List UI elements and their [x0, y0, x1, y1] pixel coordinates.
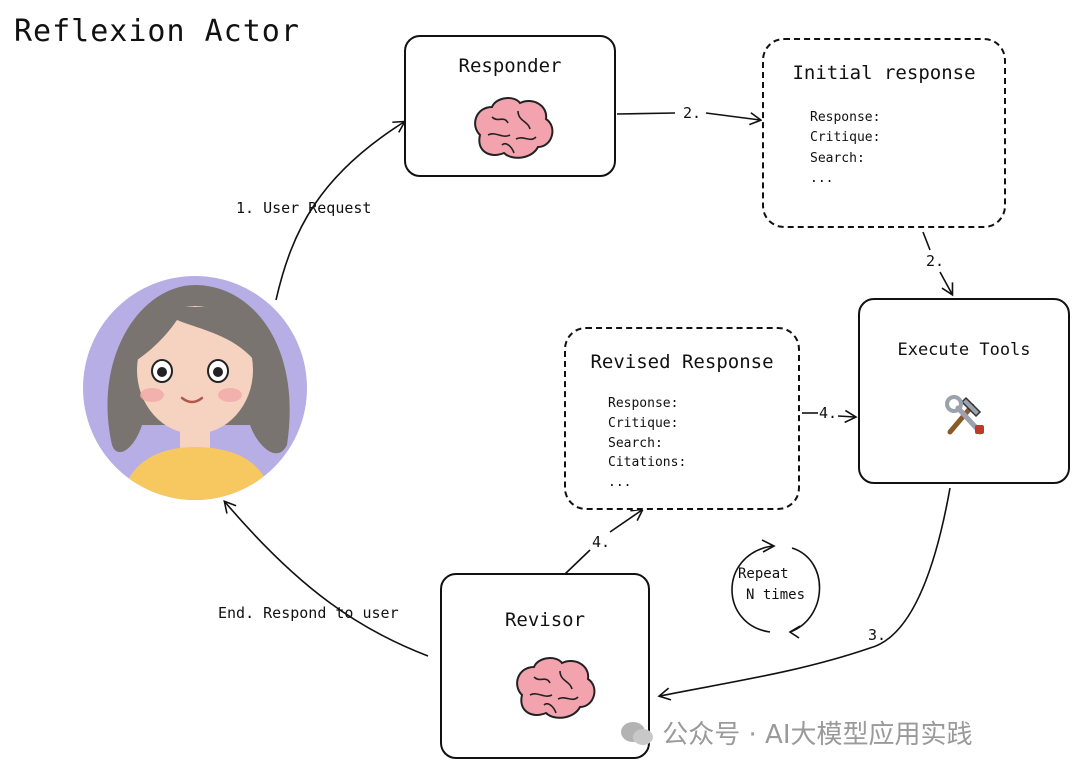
arrow-tools-to-revisor	[657, 487, 951, 701]
shirt	[122, 447, 272, 500]
revised-field-response: Response:	[608, 396, 679, 411]
revisor-node: Revisor	[440, 573, 650, 759]
arrow-revisor-to-user	[223, 499, 429, 657]
arrow-revisor-to-revised	[564, 549, 591, 575]
initial-field-critique: Critique:	[810, 130, 881, 145]
execute-tools-node: Execute Tools	[858, 298, 1070, 484]
revised-response-title: Revised Response	[590, 351, 774, 373]
arrow-initial-to-tools	[922, 231, 931, 251]
revised-field-more: ...	[608, 475, 632, 490]
revised-field-citations: Citations:	[608, 455, 687, 470]
arrow-user-to-responder	[275, 120, 407, 301]
execute-tools-title: Execute Tools	[897, 340, 1031, 360]
initial-field-more: ...	[810, 171, 834, 186]
edge-label-user-request: 1. User Request	[236, 199, 372, 217]
revised-field-critique: Critique:	[608, 416, 679, 431]
user-avatar	[82, 275, 308, 501]
initial-response-title: Initial response	[792, 62, 976, 84]
responder-title: Responder	[458, 55, 562, 77]
repeat-label-line1: Repeat	[738, 566, 789, 582]
initial-field-search: Search:	[810, 151, 865, 166]
revisor-title: Revisor	[504, 609, 586, 631]
edge-label-step4-a: 4.	[819, 404, 838, 422]
arrow-responder-to-initial	[616, 112, 676, 115]
brain-icon	[516, 657, 596, 719]
repeat-label-line2: N times	[746, 587, 806, 603]
edge-label-step2-a: 2.	[683, 104, 702, 122]
diagram-title: Reflexion Actor	[14, 14, 300, 49]
watermark-text: 公众号 · AI大模型应用实践	[662, 720, 973, 750]
initial-response-node: Initial response Response: Critique: Sea…	[762, 38, 1006, 228]
repeat-loop	[731, 545, 821, 633]
brain-icon	[474, 97, 554, 159]
watermark: 公众号 · AI大模型应用实践	[620, 714, 973, 751]
edge-label-end: End. Respond to user	[218, 604, 399, 622]
edge-label-step2-b: 2.	[926, 252, 945, 270]
responder-node: Responder	[404, 35, 616, 177]
initial-field-response: Response:	[810, 110, 881, 125]
tools-icon	[945, 395, 984, 435]
wechat-icon	[620, 721, 654, 747]
revised-response-node: Revised Response Response: Critique: Sea…	[564, 327, 800, 510]
edge-label-step3: 3.	[868, 626, 887, 644]
revised-field-search: Search:	[608, 436, 663, 451]
edge-label-step4-b: 4.	[592, 533, 611, 551]
